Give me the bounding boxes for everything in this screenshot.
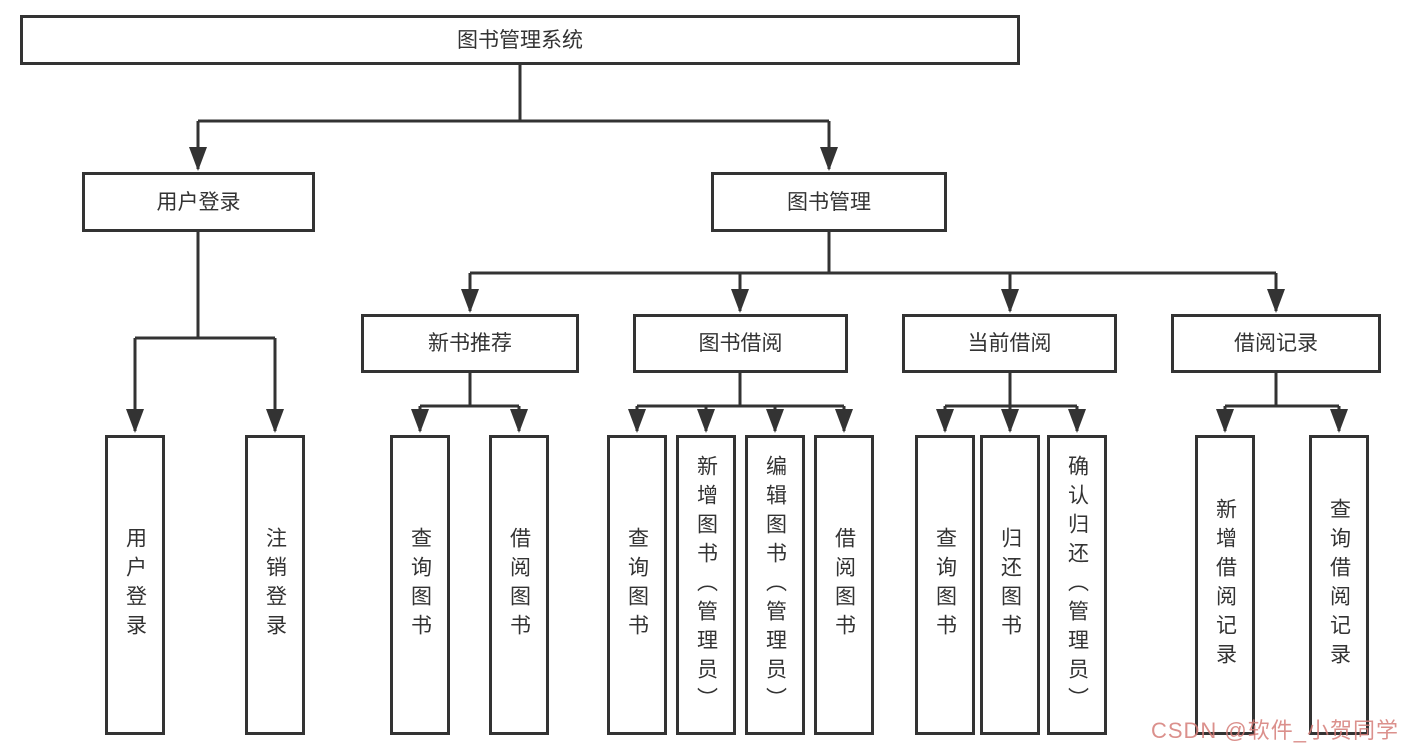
edges-root-to-level2 [189, 65, 838, 171]
leaf-query-borrow-record-label: 查询借阅记录 [1327, 498, 1351, 672]
leaf-newbook-borrow-books-label: 借阅图书 [507, 527, 531, 643]
leaf-current-query-books-label: 查询图书 [933, 527, 957, 643]
leaf-confirm-return-admin: 确认归还（管理员） [1047, 435, 1107, 735]
leaf-add-borrow-record-label: 新增借阅记录 [1213, 498, 1237, 672]
leaf-borrow-query-books: 查询图书 [607, 435, 667, 735]
edges-book-mgmt [461, 232, 1285, 313]
csdn-watermark: CSDN @软件_小贺同学 [1150, 718, 1399, 743]
edges-current-borrow [936, 373, 1086, 433]
node-current-borrow-label: 当前借阅 [967, 332, 1052, 355]
leaf-borrow-books: 借阅图书 [814, 435, 874, 735]
node-book-borrow-label: 图书借阅 [698, 332, 783, 355]
node-borrow-record: 借阅记录 [1171, 314, 1381, 373]
node-book-mgmt: 图书管理 [711, 172, 947, 232]
node-book-mgmt-label: 图书管理 [787, 190, 871, 214]
node-user-login: 用户登录 [82, 172, 315, 232]
leaf-user-login-label: 用户登录 [123, 527, 147, 643]
node-current-borrow: 当前借阅 [902, 314, 1117, 373]
leaf-return-books: 归还图书 [980, 435, 1040, 735]
leaf-newbook-borrow-books: 借阅图书 [489, 435, 549, 735]
node-root-label: 图书管理系统 [457, 28, 583, 52]
leaf-user-login: 用户登录 [105, 435, 165, 735]
node-new-book-rec: 新书推荐 [361, 314, 579, 373]
leaf-edit-books-admin-label: 编辑图书（管理员） [763, 454, 787, 716]
node-borrow-record-label: 借阅记录 [1234, 332, 1318, 355]
node-user-login-label: 用户登录 [156, 190, 241, 214]
node-root: 图书管理系统 [20, 15, 1020, 65]
edges-user-login [126, 232, 284, 433]
leaf-logout-label: 注销登录 [263, 527, 287, 643]
leaf-borrow-query-books-label: 查询图书 [625, 527, 649, 643]
leaf-edit-books-admin: 编辑图书（管理员） [745, 435, 805, 735]
node-book-borrow: 图书借阅 [633, 314, 848, 373]
leaf-return-books-label: 归还图书 [998, 527, 1022, 643]
leaf-current-query-books: 查询图书 [915, 435, 975, 735]
node-new-book-rec-label: 新书推荐 [428, 332, 512, 355]
edges-new-book-rec [411, 373, 528, 433]
leaf-add-borrow-record: 新增借阅记录 [1195, 435, 1255, 735]
leaf-add-books-admin: 新增图书（管理员） [676, 435, 736, 735]
leaf-newbook-query-books-label: 查询图书 [408, 527, 432, 643]
leaf-borrow-books-label: 借阅图书 [832, 527, 856, 643]
leaf-logout: 注销登录 [245, 435, 305, 735]
leaf-add-books-admin-label: 新增图书（管理员） [694, 454, 718, 716]
leaf-confirm-return-admin-label: 确认归还（管理员） [1065, 454, 1089, 716]
leaf-newbook-query-books: 查询图书 [390, 435, 450, 735]
edges-borrow-record [1216, 373, 1348, 433]
leaf-query-borrow-record: 查询借阅记录 [1309, 435, 1369, 735]
edges-book-borrow [628, 373, 853, 433]
